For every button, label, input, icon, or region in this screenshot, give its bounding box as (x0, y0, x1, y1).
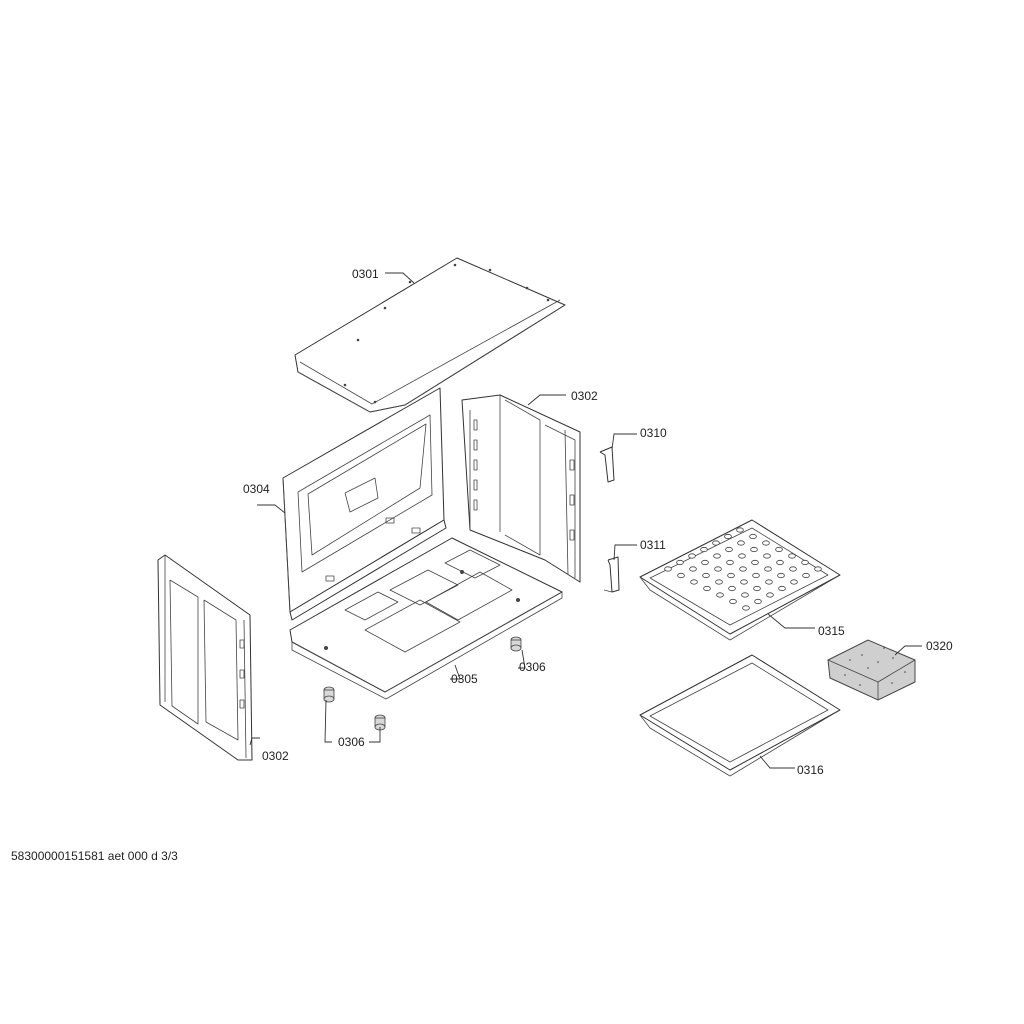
tray-perforation-hole (738, 553, 746, 559)
tray-perforation-hole (753, 585, 761, 592)
tray-perforation-hole (725, 546, 733, 553)
tray-perforation-hole (776, 559, 784, 566)
tray-perforation-hole (689, 566, 697, 572)
tray-perforation-hole (727, 572, 735, 579)
tray-perforation-hole (801, 559, 809, 566)
tray-perforation-hole (766, 592, 774, 598)
callout-0320: 0320 (926, 639, 953, 653)
part-0304-back-panel (282, 387, 447, 621)
tray-perforation-hole (702, 572, 710, 579)
part-0316-tray (639, 654, 841, 777)
tray-perforation-hole (676, 559, 684, 566)
part-0320-sponge (827, 639, 916, 701)
tray-perforation-hole (740, 579, 748, 585)
tray-perforation-hole (737, 540, 745, 546)
tray-perforation-hole (741, 592, 749, 598)
callout-0306-right: 0306 (519, 660, 546, 674)
tray-perforation-hole (677, 572, 685, 579)
tray-perforation-hole (739, 566, 747, 572)
callout-0302-bottom: 0302 (262, 749, 289, 763)
tray-perforation-hole (750, 546, 758, 553)
tray-perforation-hole (729, 598, 737, 605)
leader-lines (249, 272, 922, 769)
tray-perforation-hole (712, 540, 720, 546)
callout-0305: 0305 (451, 672, 478, 686)
part-0306-foot-right (510, 636, 522, 652)
callout-0310: 0310 (640, 426, 667, 440)
tray-perforation-hole (778, 585, 786, 592)
tray-perforation-hole (726, 559, 734, 566)
callout-0301: 0301 (352, 267, 379, 281)
callout-0302-top: 0302 (571, 389, 598, 403)
part-0310-clip (599, 446, 615, 483)
tray-perforation-hole (752, 572, 760, 579)
document-code: 58300000151581 aet 000 d 3/3 (11, 849, 178, 863)
callout-0311: 0311 (640, 538, 666, 552)
tray-perforation-hole (765, 579, 773, 585)
part-0305-bottom-panel (289, 537, 563, 700)
tray-perforation-hole (700, 546, 708, 553)
part-0311-clip (603, 556, 620, 593)
tray-perforation-hole (754, 598, 762, 605)
tray-perforation-hole (763, 553, 771, 559)
tray-perforation-hole (716, 592, 724, 598)
tray-perforation-hole (703, 585, 711, 592)
callout-0304: 0304 (243, 482, 270, 496)
tray-perforation-hole (742, 605, 750, 611)
callout-0315: 0315 (818, 624, 845, 638)
tray-perforation-hole (728, 585, 736, 592)
part-0302-side-panel-right (461, 394, 581, 583)
tray-perforation-hole (764, 566, 772, 572)
tray-perforation-hole (775, 546, 783, 553)
tray-perforation-hole (777, 572, 785, 579)
tray-perforation-hole (701, 559, 709, 566)
tray-perforation-hole (688, 553, 696, 559)
tray-perforation-hole (713, 553, 721, 559)
part-0302-side-panel-left (157, 554, 253, 761)
tray-perforation-hole (802, 572, 810, 579)
tray-perforation-hole (749, 533, 757, 540)
callout-0316: 0316 (797, 763, 824, 777)
tray-perforation-hole (724, 533, 732, 540)
callout-0306-left: 0306 (338, 735, 365, 749)
tray-perforation-hole (814, 566, 822, 572)
tray-perforation-hole (788, 553, 796, 559)
tray-perforation-hole (715, 579, 723, 585)
tray-perforation-hole (736, 527, 744, 533)
part-0301-top-panel (294, 257, 566, 413)
tray-perforation-hole (751, 559, 759, 566)
tray-perforation-hole (762, 540, 770, 546)
part-0306-foot-left-a (323, 686, 335, 703)
tray-perforation-hole (790, 579, 798, 585)
tray-perforation-hole (690, 579, 698, 585)
part-0315-perforated-tray (639, 519, 841, 641)
tray-perforation-hole (714, 566, 722, 572)
tray-perforation-hole (789, 566, 797, 572)
tray-perforation-hole (664, 566, 672, 572)
